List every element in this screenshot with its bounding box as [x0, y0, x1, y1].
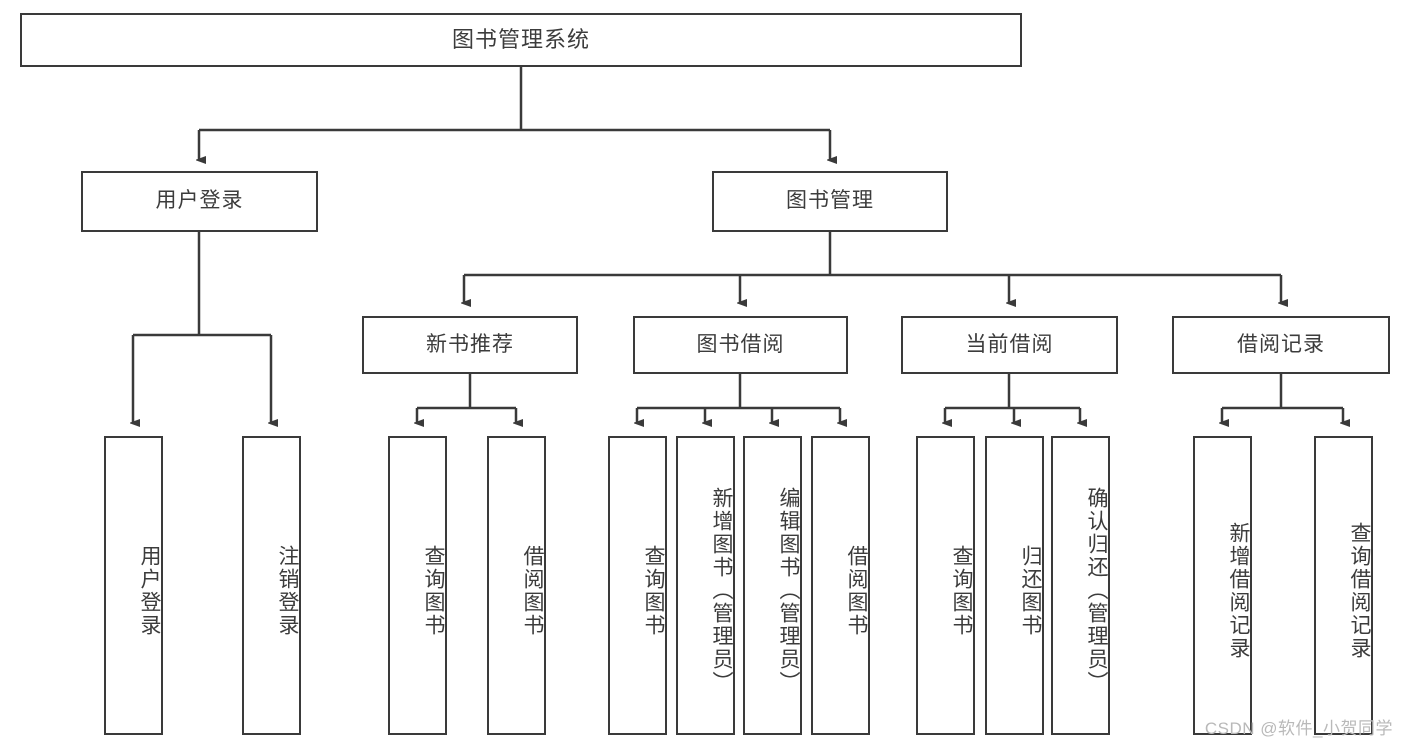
leaf-borrow-edit-book-admin-label: 编辑图书（管理员） — [777, 487, 800, 694]
node-book-borrow-label: 图书借阅 — [696, 332, 785, 356]
node-root-label: 图书管理系统 — [451, 27, 590, 53]
leaf-borrow-borrow-book-label: 借阅图书 — [845, 544, 868, 637]
leaf-records-query-record[interactable]: 查询借阅记录 — [1314, 436, 1373, 735]
leaf-current-confirm-return-admin[interactable]: 确认归还（管理员） — [1051, 436, 1110, 735]
node-book-management[interactable]: 图书管理 — [712, 171, 948, 232]
leaf-records-add-record[interactable]: 新增借阅记录 — [1193, 436, 1252, 735]
node-current-borrow[interactable]: 当前借阅 — [901, 316, 1118, 374]
leaf-newbook-borrow-book-label: 借阅图书 — [521, 544, 544, 637]
leaf-records-add-record-label: 新增借阅记录 — [1227, 521, 1250, 660]
leaf-current-query-book-label: 查询图书 — [950, 544, 973, 637]
node-book-management-label: 图书管理 — [786, 189, 874, 213]
leaf-newbook-query-book-label: 查询图书 — [422, 544, 445, 637]
leaf-user-login[interactable]: 用户登录 — [104, 436, 163, 735]
leaf-borrow-add-book-admin[interactable]: 新增图书（管理员） — [676, 436, 735, 735]
leaf-borrow-add-book-admin-label: 新增图书（管理员） — [710, 487, 733, 694]
leaf-borrow-query-book[interactable]: 查询图书 — [608, 436, 667, 735]
leaf-newbook-query-book[interactable]: 查询图书 — [388, 436, 447, 735]
leaf-borrow-borrow-book[interactable]: 借阅图书 — [811, 436, 870, 735]
leaf-user-login-label: 用户登录 — [138, 544, 161, 637]
node-root[interactable]: 图书管理系统 — [20, 13, 1022, 67]
watermark: CSDN @软件_小贺同学 — [1204, 719, 1393, 738]
node-borrow-records-label: 借阅记录 — [1237, 332, 1325, 356]
node-borrow-records[interactable]: 借阅记录 — [1172, 316, 1390, 374]
leaf-borrow-query-book-label: 查询图书 — [642, 544, 665, 637]
leaf-current-query-book[interactable]: 查询图书 — [916, 436, 975, 735]
node-new-book-recommend-label: 新书推荐 — [426, 332, 514, 356]
node-book-borrow[interactable]: 图书借阅 — [633, 316, 848, 374]
leaf-records-query-record-label: 查询借阅记录 — [1348, 521, 1371, 660]
leaf-newbook-borrow-book[interactable]: 借阅图书 — [487, 436, 546, 735]
node-user-login[interactable]: 用户登录 — [81, 171, 318, 232]
leaf-logout[interactable]: 注销登录 — [242, 436, 301, 735]
leaf-logout-label: 注销登录 — [276, 544, 299, 637]
node-user-login-label: 用户登录 — [155, 189, 244, 213]
leaf-current-confirm-return-admin-label: 确认归还（管理员） — [1085, 487, 1108, 694]
leaf-current-return-book-label: 归还图书 — [1019, 544, 1042, 637]
node-new-book-recommend[interactable]: 新书推荐 — [362, 316, 578, 374]
leaf-current-return-book[interactable]: 归还图书 — [985, 436, 1044, 735]
node-current-borrow-label: 当前借阅 — [965, 332, 1054, 356]
leaf-borrow-edit-book-admin[interactable]: 编辑图书（管理员） — [743, 436, 802, 735]
